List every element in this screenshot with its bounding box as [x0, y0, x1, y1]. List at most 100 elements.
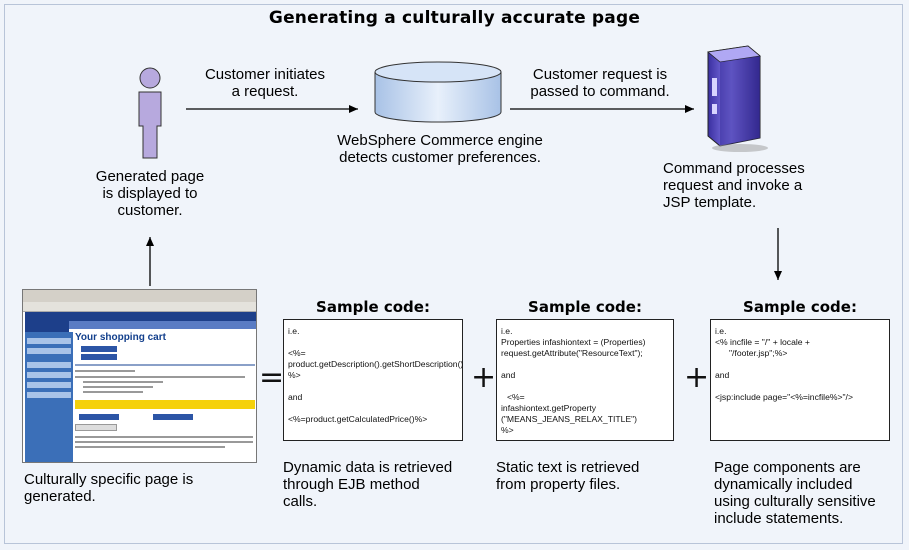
server-icon [707, 45, 768, 152]
page-screenshot: Your shopping cart [22, 289, 257, 463]
screenshot-button [81, 346, 117, 352]
code-line [715, 381, 885, 392]
label-line: WebSphere Commerce engine [337, 132, 543, 149]
caption-line: Page components are [714, 459, 861, 476]
screenshot-text-line [75, 370, 135, 372]
code-line: infashiontext.getProperty [501, 403, 597, 413]
screenshot-logo [25, 312, 69, 332]
screenshot-addressbar [23, 302, 256, 312]
code-line: %> [501, 425, 514, 435]
screenshot-divider [75, 364, 255, 366]
person-icon [138, 67, 162, 159]
screenshot-button [79, 414, 119, 420]
caption-line: calls. [283, 493, 318, 510]
caption-line: Dynamic data is retrieved [283, 459, 453, 476]
screenshot-side-block [27, 348, 71, 354]
code-line [501, 381, 669, 392]
caption-line: dynamically included [714, 476, 853, 493]
screenshot-input [75, 424, 117, 431]
label-line: a request. [231, 83, 299, 100]
screenshot-side-block [27, 362, 71, 368]
screenshot-text-line [75, 436, 253, 438]
plus-sign-1: + [471, 360, 497, 395]
code-line: <%= [288, 348, 306, 358]
code-line [288, 403, 458, 414]
code-line: and [501, 370, 516, 380]
screenshot-side-block [27, 372, 71, 378]
screenshot-subnav [69, 321, 256, 329]
caption-line: include statements. [714, 510, 844, 527]
screenshot-heading: Your shopping cart [75, 332, 166, 343]
code-line [501, 359, 669, 370]
code-line: and [288, 392, 303, 402]
code-line: i.e. [288, 326, 300, 336]
screenshot-yellow-bar [75, 400, 255, 409]
caption-line: through EJB method [283, 476, 420, 493]
label-generated-page: Generated page is displayed to customer. [75, 168, 225, 219]
code-line [288, 337, 458, 348]
sample-code-heading: Sample code: [316, 298, 430, 316]
screenshot-button [81, 354, 117, 360]
label-customer-initiates: Customer initiates a request. [190, 66, 340, 100]
caption-include: Page components are dynamically included… [714, 459, 904, 527]
caption-line: Static text is retrieved [496, 459, 640, 476]
code-line: %> [288, 370, 301, 380]
equals-sign: = [259, 360, 285, 395]
label-line: generated. [24, 488, 96, 505]
label-culturally-specific: Culturally specific page is generated. [24, 471, 254, 505]
label-line: JSP template. [663, 194, 757, 211]
sample-code-heading: Sample code: [528, 298, 642, 316]
caption-dynamic: Dynamic data is retrieved through EJB me… [283, 459, 473, 510]
diagram-frame [4, 4, 903, 544]
screenshot-side-block [27, 338, 71, 344]
sample-code-heading: Sample code: [743, 298, 857, 316]
label-line: Customer request is [532, 66, 668, 83]
code-line: <%= [507, 392, 525, 402]
label-line: passed to command. [530, 83, 670, 100]
label-line: Command processes [663, 160, 805, 177]
code-line: i.e. [501, 326, 513, 336]
screenshot-text-line [83, 381, 163, 383]
screenshot-text-line [75, 441, 253, 443]
screenshot-sidebar [25, 332, 73, 462]
code-line: i.e. [715, 326, 727, 336]
label-request-passed: Customer request is passed to command. [510, 66, 690, 100]
screenshot-topnav [69, 312, 256, 321]
label-line: is displayed to [102, 185, 198, 202]
label-line: customer. [117, 202, 183, 219]
label-line: Customer initiates [204, 66, 326, 83]
screenshot-text-line [83, 391, 143, 393]
plus-sign-2: + [684, 360, 710, 395]
caption-static: Static text is retrieved from property f… [496, 459, 686, 493]
code-box-dynamic: i.e. <%= product.getDescription().getSho… [283, 319, 463, 441]
code-line: product.getDescription().getShortDescrip… [288, 359, 464, 369]
code-line: <%=product.getCalculatedPrice()%> [288, 414, 428, 424]
diagram-title: Generating a culturally accurate page [268, 8, 641, 28]
screenshot-text-line [83, 386, 153, 388]
screenshot-side-block [27, 392, 71, 398]
label-line: request and invoke a [663, 177, 803, 194]
code-line: request.getAttribute("ResourceText"); [501, 348, 643, 358]
caption-line: using culturally sensitive [714, 493, 876, 510]
code-box-static: i.e. Properties infashiontext = (Propert… [496, 319, 674, 441]
code-line: Properties infashiontext = (Properties) [501, 337, 646, 347]
caption-line: from property files. [496, 476, 621, 493]
code-line: <jsp:include page="<%=incfile%>"/> [715, 392, 853, 402]
code-line [715, 359, 885, 370]
screenshot-button [153, 414, 193, 420]
label-line: Culturally specific page is [24, 471, 194, 488]
code-line: "/footer.jsp";%> [729, 348, 788, 358]
label-line: Generated page [95, 168, 205, 185]
code-box-include: i.e. <% incfile = "/" + locale + "/foote… [710, 319, 890, 441]
label-line: detects customer preferences. [339, 149, 541, 166]
code-line: <% incfile = "/" + locale + [715, 337, 810, 347]
screenshot-text-line [75, 376, 245, 378]
label-command-processes: Command processes request and invoke a J… [663, 160, 863, 211]
screenshot-text-line [75, 446, 225, 448]
database-icon [374, 61, 502, 123]
code-line [288, 381, 458, 392]
screenshot-side-block [27, 382, 71, 388]
code-line: and [715, 370, 730, 380]
